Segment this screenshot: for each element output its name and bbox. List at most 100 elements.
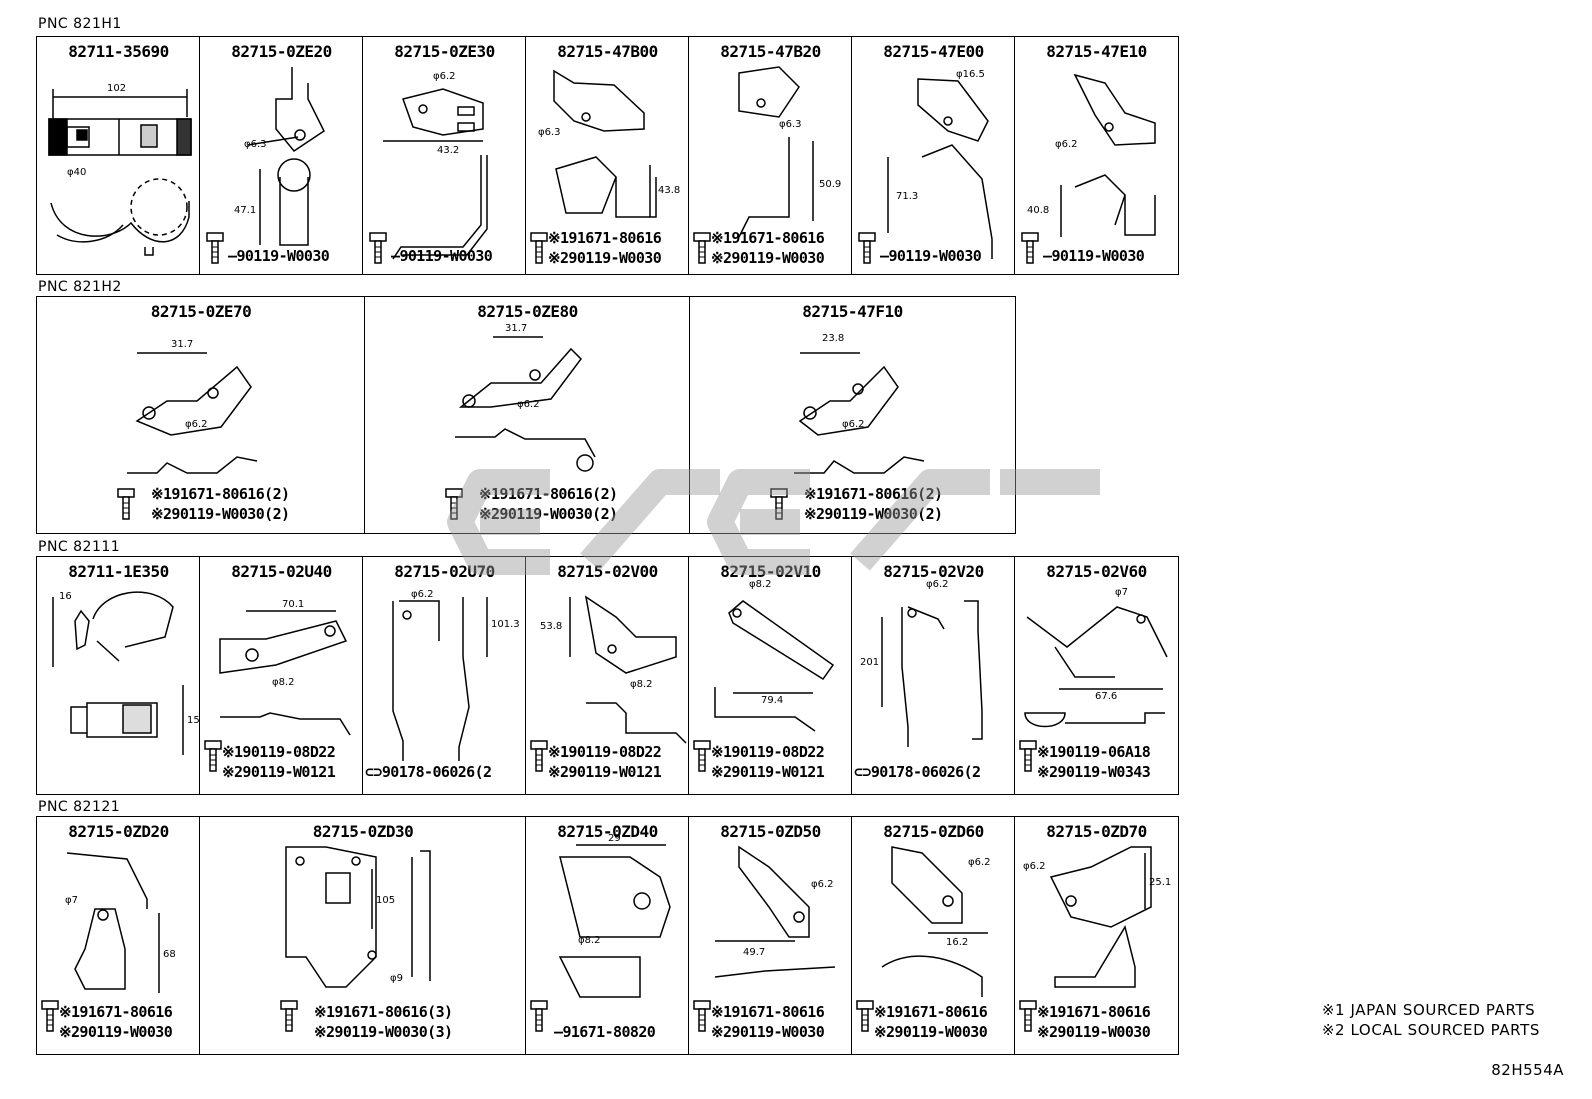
bracket-drawing: 31.7 φ6.2 — [455, 323, 596, 472]
part-number: 82715-0ZD20 — [68, 822, 169, 841]
part-cell[interactable]: 82715-02V60 φ7 67.6 ※190119-06A18 ※29011… — [1014, 556, 1179, 795]
svg-text:25.1: 25.1 — [1149, 877, 1171, 888]
svg-text:φ8.2: φ8.2 — [578, 935, 601, 946]
part-cell[interactable]: 82715-0ZD50 φ6.2 49.7 ※191671-80616 ※290… — [688, 816, 853, 1055]
part-number: 82715-02U70 — [394, 562, 495, 581]
fastener-number: ※191671-80616(2) — [151, 485, 290, 503]
part-cell[interactable]: 82711-1E350 16 15 — [36, 556, 201, 795]
svg-text:43.2: 43.2 — [437, 145, 459, 156]
fastener-number: ※290119-W0030 — [874, 1023, 988, 1041]
section-label-82121: PNC 82121 — [38, 799, 121, 815]
bolt-icon — [369, 232, 387, 264]
svg-text:201: 201 — [860, 657, 879, 668]
dim-label: 102 — [107, 83, 126, 94]
part-cell[interactable]: 82715-0ZD60 φ6.2 16.2 ※191671-80616 ※290… — [851, 816, 1016, 1055]
part-number: 82715-0ZD50 — [720, 822, 821, 841]
svg-text:φ8.2: φ8.2 — [749, 579, 772, 590]
svg-text:φ6.2: φ6.2 — [1055, 139, 1078, 150]
part-number: 82715-0ZD70 — [1046, 822, 1147, 841]
part-cell[interactable]: 82715-0ZE20 φ6.3 47.1 —90119-W0030 — [199, 36, 364, 275]
part-cell[interactable]: 82715-0ZD40 29 φ8.2 —91671-80820 — [525, 816, 690, 1055]
bolt-icon — [693, 740, 711, 772]
fastener-number: —90119-W0030 — [1043, 247, 1145, 265]
fastener-number: ※191671-80616(2) — [804, 485, 943, 503]
part-number: 82715-0ZD40 — [557, 822, 658, 841]
svg-text:φ6.3: φ6.3 — [244, 139, 267, 150]
svg-text:43.8: 43.8 — [658, 185, 680, 196]
part-cell[interactable]: 82715-02U40 70.1 φ8.2 ※190119-08D22 ※290… — [199, 556, 364, 795]
part-cell[interactable]: 82715-0ZE70 31.7 φ6.2 ※191671-80616(2) ※… — [36, 296, 366, 534]
part-cell[interactable]: 82715-0ZD30 105 φ9 ※191671-80616(3) ※290… — [199, 816, 527, 1055]
bracket-drawing: φ6.2 16.2 — [881, 846, 991, 997]
part-number: 82715-02V20 — [883, 562, 984, 581]
bolt-icon — [41, 1000, 59, 1032]
fastener-number: ⊂⊃90178-06026(2 — [365, 763, 492, 781]
bracket-drawing: φ6.2 25.1 — [1023, 846, 1171, 988]
svg-text:φ6.2: φ6.2 — [433, 71, 456, 82]
svg-text:101.3: 101.3 — [491, 619, 520, 630]
fastener-number: ※290119-W0030 — [711, 1023, 825, 1041]
part-cell[interactable]: 82715-47E10 φ6.2 40.8 —90119-W0030 — [1014, 36, 1179, 275]
fastener-number: ※290119-W0121 — [548, 763, 662, 781]
part-cell[interactable]: 82715-02V20 φ6.2 201 ⊂⊃90178-06026(2 — [851, 556, 1016, 795]
part-cell[interactable]: 82715-02V00 53.8 φ8.2 ※190119-08D22 ※290… — [525, 556, 690, 795]
bolt-icon — [204, 740, 222, 772]
connector-clamp-drawing: 102 φ40 — [48, 83, 192, 256]
svg-text:φ6.2: φ6.2 — [926, 579, 949, 590]
part-number: 82715-02U40 — [231, 562, 332, 581]
bracket-drawing: φ6.2 40.8 — [1027, 73, 1156, 237]
part-cell[interactable]: 82715-02V10 φ8.2 79.4 ※190119-08D22 ※290… — [688, 556, 853, 795]
svg-text:φ6.3: φ6.3 — [538, 127, 561, 138]
part-cell[interactable]: 82715-0ZE30 φ6.2 43.2 —90119-W0030 — [362, 36, 527, 275]
fastener-number: —91671-80820 — [554, 1023, 656, 1041]
svg-text:φ6.2: φ6.2 — [842, 419, 865, 430]
part-number: 82715-47B00 — [557, 42, 658, 61]
bracket-drawing: 105 φ9 — [285, 846, 431, 988]
part-cell[interactable]: 82715-0ZD20 φ7 68 ※191671-80616 ※290119-… — [36, 816, 201, 1055]
bracket-drawing: φ6.3 50.9 — [738, 66, 841, 238]
bolt-icon — [530, 232, 548, 264]
svg-text:φ8.2: φ8.2 — [630, 679, 653, 690]
section-label-821h2: PNC 821H2 — [38, 279, 122, 295]
svg-text:71.3: 71.3 — [896, 191, 918, 202]
part-number: 82715-0ZE70 — [150, 302, 252, 321]
part-number: 82715-02V00 — [557, 562, 658, 581]
svg-text:φ6.2: φ6.2 — [517, 399, 540, 410]
fastener-number: ※290119-W0121 — [711, 763, 825, 781]
clip-drawing: 16 15 — [52, 591, 200, 755]
svg-text:23.8: 23.8 — [822, 333, 844, 344]
svg-text:40.8: 40.8 — [1027, 205, 1049, 216]
svg-text:φ6.2: φ6.2 — [411, 589, 434, 600]
part-cell[interactable]: 82715-47B20 φ6.3 50.9 ※191671-80616 ※290… — [688, 36, 853, 275]
part-cell[interactable]: 82715-0ZD70 φ6.2 25.1 ※191671-80616 ※290… — [1014, 816, 1179, 1055]
bracket-drawing: φ6.3 47.1 — [234, 67, 325, 246]
part-cell[interactable]: 82715-02U70 φ6.2 101.3 ⊂⊃90178-06026(2 — [362, 556, 527, 795]
part-number: 82715-47E10 — [1046, 42, 1147, 61]
svg-text:φ40: φ40 — [67, 167, 86, 178]
part-cell[interactable]: 82711-35690 102 φ40 — [36, 36, 201, 275]
part-cell[interactable]: 82715-47E00 φ16.5 71.3 —90119-W0030 — [851, 36, 1016, 275]
bracket-drawing: φ6.2 49.7 — [714, 845, 836, 978]
bracket-drawing: φ7 68 — [65, 852, 176, 993]
fastener-number: ※290119-W0030(2) — [804, 505, 943, 523]
svg-text:53.8: 53.8 — [540, 621, 562, 632]
svg-text:φ6.2: φ6.2 — [1023, 861, 1046, 872]
fastener-number: ※290119-W0030 — [1037, 1023, 1151, 1041]
fastener-number: —90119-W0030 — [880, 247, 982, 265]
bolt-icon — [280, 1000, 298, 1032]
part-cell[interactable]: 82715-47F10 23.8 φ6.2 ※191671-80616(2) ※… — [689, 296, 1016, 534]
bolt-icon — [856, 1000, 874, 1032]
bracket-drawing: 70.1 φ8.2 — [219, 599, 351, 736]
bolt-icon — [1021, 232, 1039, 264]
part-cell[interactable]: 82715-0ZE80 31.7 φ6.2 ※191671-80616(2) ※… — [364, 296, 691, 534]
part-number: 82715-02V10 — [720, 562, 821, 581]
bracket-drawing: φ16.5 71.3 — [887, 69, 993, 259]
svg-text:φ6.2: φ6.2 — [185, 419, 208, 430]
part-cell[interactable]: 82715-47B00 φ6.3 43.8 ※191671-80616 ※290… — [525, 36, 690, 275]
bracket-drawing: 31.7 φ6.2 — [127, 339, 258, 474]
fastener-number: ※290119-W0030 — [59, 1023, 173, 1041]
bolt-icon — [693, 1000, 711, 1032]
bolt-icon — [1019, 740, 1037, 772]
svg-text:47.1: 47.1 — [234, 205, 256, 216]
bolt-icon — [1019, 1000, 1037, 1032]
